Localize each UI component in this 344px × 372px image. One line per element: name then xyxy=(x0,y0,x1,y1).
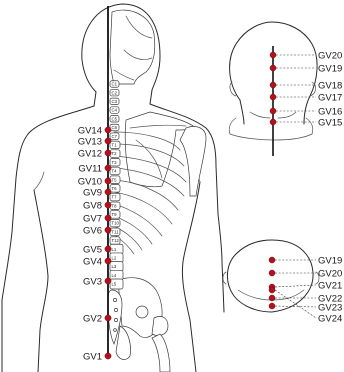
vertebra-label: L2 xyxy=(112,256,117,261)
acupoint-label-gv4: GV4 xyxy=(83,256,102,267)
acupoint-gv18-head-back xyxy=(270,82,276,88)
vertebra-label: C1 xyxy=(112,82,118,87)
acupoint-gv11-back xyxy=(105,165,111,171)
acupoint-gv1-back xyxy=(105,353,111,359)
vertebra-label: C5 xyxy=(112,116,118,121)
vertebra-label: L4 xyxy=(112,273,117,278)
vertebra-label: T2 xyxy=(112,151,118,156)
acupoint-label-gv19: GV19 xyxy=(318,63,342,74)
acupoint-gv19-head-back xyxy=(270,65,276,71)
acupoint-label-gv7: GV7 xyxy=(83,213,102,224)
vertebra-label: T3 xyxy=(112,160,118,165)
head-back-acupoints: GV20GV19GV18GV17GV16GV15 xyxy=(270,50,342,128)
vertebra-label: C4 xyxy=(112,108,118,113)
acupoint-gv20-head-back xyxy=(270,52,276,58)
acupoint-gv22-head-top xyxy=(269,295,275,301)
acupoint-gv12-back xyxy=(105,150,111,156)
acupoint-gv24-head-top xyxy=(269,287,275,293)
acupoint-gv15-head-back xyxy=(270,119,276,125)
acupoint-label-gv15: GV15 xyxy=(318,117,342,128)
acupoint-label-gv13: GV13 xyxy=(78,136,102,147)
acupoint-label-gv14: GV14 xyxy=(78,125,102,136)
skull xyxy=(110,10,155,84)
acupoint-label-gv2: GV2 xyxy=(83,313,102,324)
vertebra-label: T8 xyxy=(112,203,118,208)
acupoint-gv6-back xyxy=(105,227,111,233)
acupoint-label-gv24: GV24 xyxy=(318,313,342,324)
acupoint-label-gv23: GV23 xyxy=(318,302,342,313)
acupoint-label-gv3: GV3 xyxy=(83,276,102,287)
leader-line xyxy=(275,306,316,307)
acupoint-gv2-back xyxy=(105,315,111,321)
acupoint-label-gv17: GV17 xyxy=(318,92,342,103)
acupoint-label-gv16: GV16 xyxy=(318,106,342,117)
acupoint-gv20-head-top xyxy=(269,270,275,276)
acupoint-gv7-back xyxy=(105,215,111,221)
acupoint-label-gv10: GV10 xyxy=(78,176,102,187)
acupoint-label-gv5: GV5 xyxy=(83,244,102,255)
vertebral-column: C1C2C3C4C5C6C7T1T2T3T4T5T6T7T8T9T10T11T1… xyxy=(110,81,123,289)
acupoint-gv23-head-top xyxy=(269,303,275,309)
vertebra-label: C3 xyxy=(112,99,118,104)
vertebra-label: T7 xyxy=(112,195,118,200)
acupoint-gv19-head-top xyxy=(269,257,275,263)
vertebra-label: T9 xyxy=(112,212,118,217)
acupoint-gv13-back xyxy=(105,138,111,144)
acupoint-label-gv21: GV21 xyxy=(318,280,342,291)
back-acupoints: GV14GV13GV12GV11GV10GV9GV8GV7GV6GV5GV4GV… xyxy=(78,125,111,362)
vertebra-label: C6 xyxy=(112,125,118,130)
acupoint-gv10-back xyxy=(105,178,111,184)
vertebra-label: L1 xyxy=(112,247,117,252)
pelvis xyxy=(116,278,170,372)
acupoint-gv4-back xyxy=(105,258,111,264)
acupoint-gv17-head-back xyxy=(270,94,276,100)
vertebra-label: T1 xyxy=(112,142,118,147)
acupoint-label-gv6: GV6 xyxy=(83,225,102,236)
vertebra-label: L3 xyxy=(112,264,117,269)
acupoint-label-gv18: GV18 xyxy=(318,80,342,91)
acupoint-label-gv20: GV20 xyxy=(318,50,342,61)
acupoint-gv9-back xyxy=(105,189,111,195)
acupoint-label-gv12: GV12 xyxy=(78,148,102,159)
vertebra-label: T11 xyxy=(112,229,120,234)
acupoint-label-gv1: GV1 xyxy=(83,351,102,362)
leader-line xyxy=(275,285,316,287)
vertebra-label: T10 xyxy=(112,221,120,226)
acupoint-gv5-back xyxy=(105,246,111,252)
acupoint-label-gv19: GV19 xyxy=(318,255,342,266)
acupoint-gv3-back xyxy=(105,278,111,284)
head-back-view xyxy=(229,22,317,156)
vertebra-label: C7 xyxy=(112,134,118,139)
acupoint-label-gv8: GV8 xyxy=(83,200,102,211)
acupoint-gv16-head-back xyxy=(270,108,276,114)
vertebra-label: T6 xyxy=(112,186,118,191)
acupoint-gv8-back xyxy=(105,202,111,208)
vertebra-label: C2 xyxy=(112,90,118,95)
vertebra-label: T12 xyxy=(112,238,120,243)
vertebra-label: T5 xyxy=(112,177,118,182)
acupoint-label-gv20: GV20 xyxy=(318,268,342,279)
acupoint-gv14-back xyxy=(105,127,111,133)
vertebra-label: T4 xyxy=(112,169,118,174)
acupoint-label-gv11: GV11 xyxy=(78,163,102,174)
acupoint-label-gv9: GV9 xyxy=(83,187,102,198)
vertebra-label: L5 xyxy=(112,282,117,287)
humerus xyxy=(180,126,206,196)
